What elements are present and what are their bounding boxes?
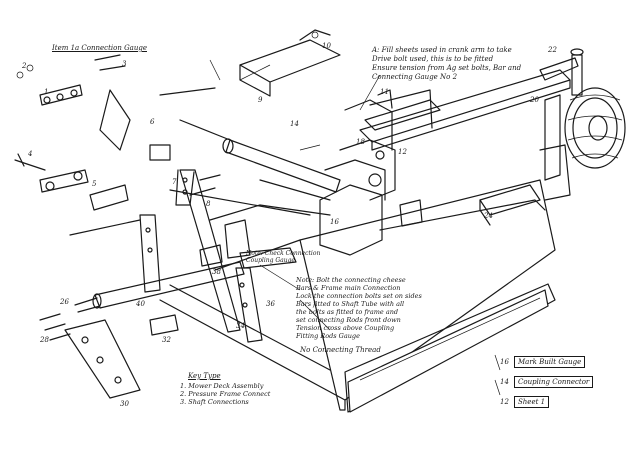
part-number: 4 bbox=[28, 150, 33, 158]
center-right-note-line-4: Bars fitted to Shaft Tube with all bbox=[296, 300, 405, 308]
center-callout-line-2: Coupling Gauge bbox=[246, 257, 295, 264]
hitch-bracket-icon bbox=[14, 54, 231, 211]
part-number: 9 bbox=[258, 96, 263, 104]
leader-lines bbox=[209, 59, 501, 396]
legend-title: Key Type bbox=[188, 372, 221, 380]
wheel-arm bbox=[539, 48, 584, 201]
title-block: 16 Mark Built Gauge 14 Coupling Connecto… bbox=[500, 356, 610, 412]
top-right-caption-line-4: Connecting Gauge No 2 bbox=[372, 73, 458, 81]
center-callout-box bbox=[239, 247, 297, 269]
title-row-text: Coupling Connector bbox=[514, 376, 594, 388]
part-number: 5 bbox=[92, 180, 97, 188]
legend-line-2: 2. Pressure Frame Connect bbox=[180, 390, 271, 398]
title-row-text: Mark Built Gauge bbox=[514, 356, 586, 368]
center-right-note-line-5: the bolts as fitted to frame and bbox=[296, 308, 399, 316]
title-row-num: 12 bbox=[500, 398, 509, 406]
main-tube bbox=[74, 261, 245, 313]
part-number: 8 bbox=[206, 200, 211, 208]
part-number: 36 bbox=[266, 300, 275, 308]
mower-deck bbox=[159, 179, 556, 413]
drive-shaft bbox=[209, 138, 341, 259]
part-number: 10 bbox=[322, 42, 331, 50]
part-number: 20 bbox=[530, 96, 539, 104]
center-right-note-line-3: Lock the connection bolts set on sides bbox=[296, 292, 422, 300]
top-left-caption: Item 1a Connection Gauge bbox=[52, 44, 147, 52]
center-bottom-note: No Connecting Thread bbox=[300, 346, 381, 354]
center-callout-line-1: Note: Check Connection bbox=[246, 250, 321, 257]
cross-beam bbox=[359, 69, 571, 151]
legend: 1. Mower Deck Assembly 2. Pressure Frame… bbox=[180, 382, 270, 406]
legend-line-1: 1. Mower Deck Assembly bbox=[180, 382, 264, 390]
top-right-caption-line-1: A: Fill sheets used in crank arm to take bbox=[372, 46, 512, 54]
part-number: 32 bbox=[162, 336, 171, 344]
center-right-note-line-2: Bars & Frame main Connection bbox=[296, 284, 401, 292]
part-number: 40 bbox=[136, 300, 145, 308]
part-number: 3 bbox=[122, 60, 127, 68]
part-number: 14 bbox=[290, 120, 299, 128]
side-brackets bbox=[377, 89, 541, 227]
center-right-note-line-6: set connecting Rods front down bbox=[296, 316, 401, 324]
title-row-num: 16 bbox=[500, 358, 509, 366]
center-callout: Note: Check Connection Coupling Gauge bbox=[246, 250, 320, 264]
part-number: 1 bbox=[44, 88, 49, 96]
title-row-1: 16 Mark Built Gauge bbox=[500, 356, 610, 372]
part-number: 7 bbox=[172, 178, 177, 186]
part-number: 11 bbox=[380, 88, 389, 96]
title-row-2: 14 Coupling Connector bbox=[500, 376, 610, 392]
shield-bracket bbox=[239, 29, 341, 97]
top-right-caption: A: Fill sheets used in crank arm to take… bbox=[372, 46, 521, 82]
part-number: 18 bbox=[356, 138, 365, 146]
part-number: 26 bbox=[60, 298, 69, 306]
part-number: 22 bbox=[548, 46, 557, 54]
part-number: 30 bbox=[120, 400, 129, 408]
part-number: 28 bbox=[40, 336, 49, 344]
center-right-note: Note: Bolt the connecting cheese Bars & … bbox=[296, 276, 422, 340]
part-number: 34 bbox=[236, 322, 245, 330]
top-right-caption-line-2: Drive bolt used, this is to be fitted bbox=[372, 55, 494, 63]
title-row-num: 14 bbox=[500, 378, 509, 386]
center-right-note-line-1: Note: Bolt the connecting cheese bbox=[296, 276, 406, 284]
part-number: 24 bbox=[484, 212, 493, 220]
top-right-caption-line-3: Ensure tension from Ag set bolts, Bar an… bbox=[372, 64, 522, 72]
legend-line-3: 3. Shaft Connections bbox=[180, 398, 249, 406]
wheel-icon bbox=[564, 87, 626, 169]
part-number: 6 bbox=[150, 118, 155, 126]
part-number: 12 bbox=[398, 148, 407, 156]
title-row-3: 12 Sheet 1 bbox=[500, 396, 610, 412]
center-right-note-line-7: Tension cross above Coupling bbox=[296, 324, 395, 332]
center-right-note-line-8: Fitting Rods Gauge bbox=[296, 332, 360, 340]
gearbox-assembly bbox=[319, 99, 396, 256]
part-number: 38 bbox=[212, 268, 221, 276]
lower-hardware bbox=[39, 219, 223, 399]
part-number: 16 bbox=[330, 218, 339, 226]
title-row-text: Sheet 1 bbox=[514, 396, 550, 408]
part-number: 2 bbox=[22, 62, 27, 70]
